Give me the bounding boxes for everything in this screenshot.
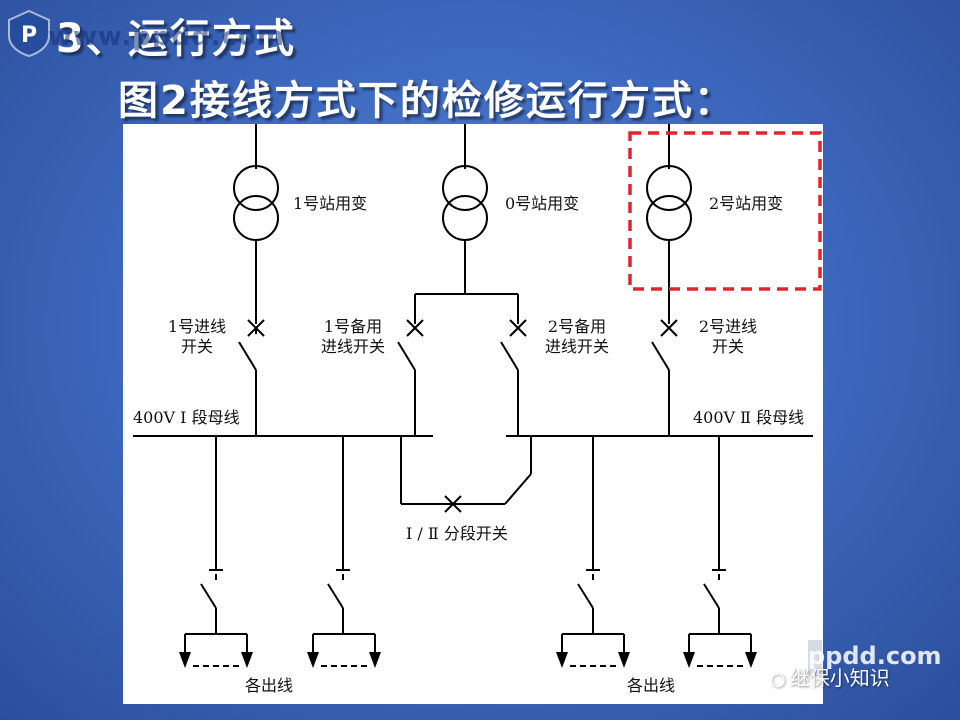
switch-2-standby-label: 2号备用 进线开关 xyxy=(533,317,621,357)
tie-switch xyxy=(400,436,532,513)
transformer-2-lower-coil xyxy=(646,195,692,241)
transformer-0-upper-coil xyxy=(442,165,488,211)
wechat-badge: ○继保小知识 xyxy=(770,662,890,691)
watermark-top: www.ppdd.com xyxy=(48,22,285,52)
transformer-1-lower-coil xyxy=(233,195,279,241)
side-tab-strip xyxy=(808,640,822,676)
outlet-group-left-2 xyxy=(312,633,376,667)
slide-title: 3、运行方式 xyxy=(56,16,296,62)
outlet-feeder-1 xyxy=(200,436,223,634)
outlet-group-right-1 xyxy=(561,633,625,667)
bus-section-2-label: 400V Ⅱ 段母线 xyxy=(693,408,805,427)
tie-switch-label: Ⅰ / Ⅱ 分段开关 xyxy=(406,524,508,543)
transformer-2-label: 2号站用变 xyxy=(709,194,784,213)
watermark-bottom: ppdd.com xyxy=(808,642,942,670)
outlet-feeder-4 xyxy=(703,436,726,634)
switch-1-incoming xyxy=(238,319,265,436)
outlet-group-right-2 xyxy=(688,633,752,667)
switch-2-incoming xyxy=(651,319,678,436)
switch-1-standby xyxy=(397,319,424,436)
switch-1-incoming-label: 1号进线 开关 xyxy=(157,317,237,357)
switch-2-standby-label-line2: 进线开关 xyxy=(544,337,609,356)
switch-2-standby xyxy=(500,319,527,436)
switch-1-incoming-label-line1: 1号进线 xyxy=(167,317,227,336)
wechat-label: 继保小知识 xyxy=(789,666,890,690)
outlet-feeder-3 xyxy=(577,436,600,634)
wiring-diagram: 1号站用变 0号站用变 2号站用变 1号进线 开关 1号备用 进线开关 2号备用… xyxy=(123,124,823,704)
outlet-arrows xyxy=(179,652,757,668)
switch-1-standby-label: 1号备用 进线开关 xyxy=(309,317,397,357)
switch-2-incoming-label-line1: 2号进线 xyxy=(698,317,758,336)
switch-1-standby-label-line2: 进线开关 xyxy=(320,337,385,356)
switch-2-incoming-label-line2: 开关 xyxy=(711,337,744,356)
site-logo-icon: P xyxy=(8,9,50,58)
outlets-left-label: 各出线 xyxy=(245,676,294,695)
slide-subtitle: 图2接线方式下的检修运行方式： xyxy=(118,78,736,124)
transformer-1-upper-coil xyxy=(233,165,279,211)
transformer-0-lower-coil xyxy=(442,195,488,241)
bus-section-1-label: 400V Ⅰ 段母线 xyxy=(133,408,240,427)
outlet-group-left-1 xyxy=(184,633,248,667)
switch-1-standby-label-line1: 1号备用 xyxy=(323,317,383,336)
wechat-icon: ○ xyxy=(770,669,786,690)
transformer-0-label: 0号站用变 xyxy=(505,194,580,213)
slide-heading: P 3、运行方式 www.ppdd.com 图2接线方式下的检修运行方式： xyxy=(0,0,960,124)
switch-2-standby-label-line1: 2号备用 xyxy=(547,317,607,336)
switch-1-incoming-label-line2: 开关 xyxy=(180,337,213,356)
outlets-right-label: 各出线 xyxy=(627,676,676,695)
wiring-diagram-lines xyxy=(133,124,822,668)
switch-2-incoming-label: 2号进线 开关 xyxy=(688,317,768,357)
highlight-box-transformer-2 xyxy=(628,131,822,291)
svg-text:P: P xyxy=(21,23,37,48)
transformer-2-upper-coil xyxy=(646,165,692,211)
outlet-feeder-2 xyxy=(327,436,350,634)
transformer-1-label: 1号站用变 xyxy=(293,194,368,213)
